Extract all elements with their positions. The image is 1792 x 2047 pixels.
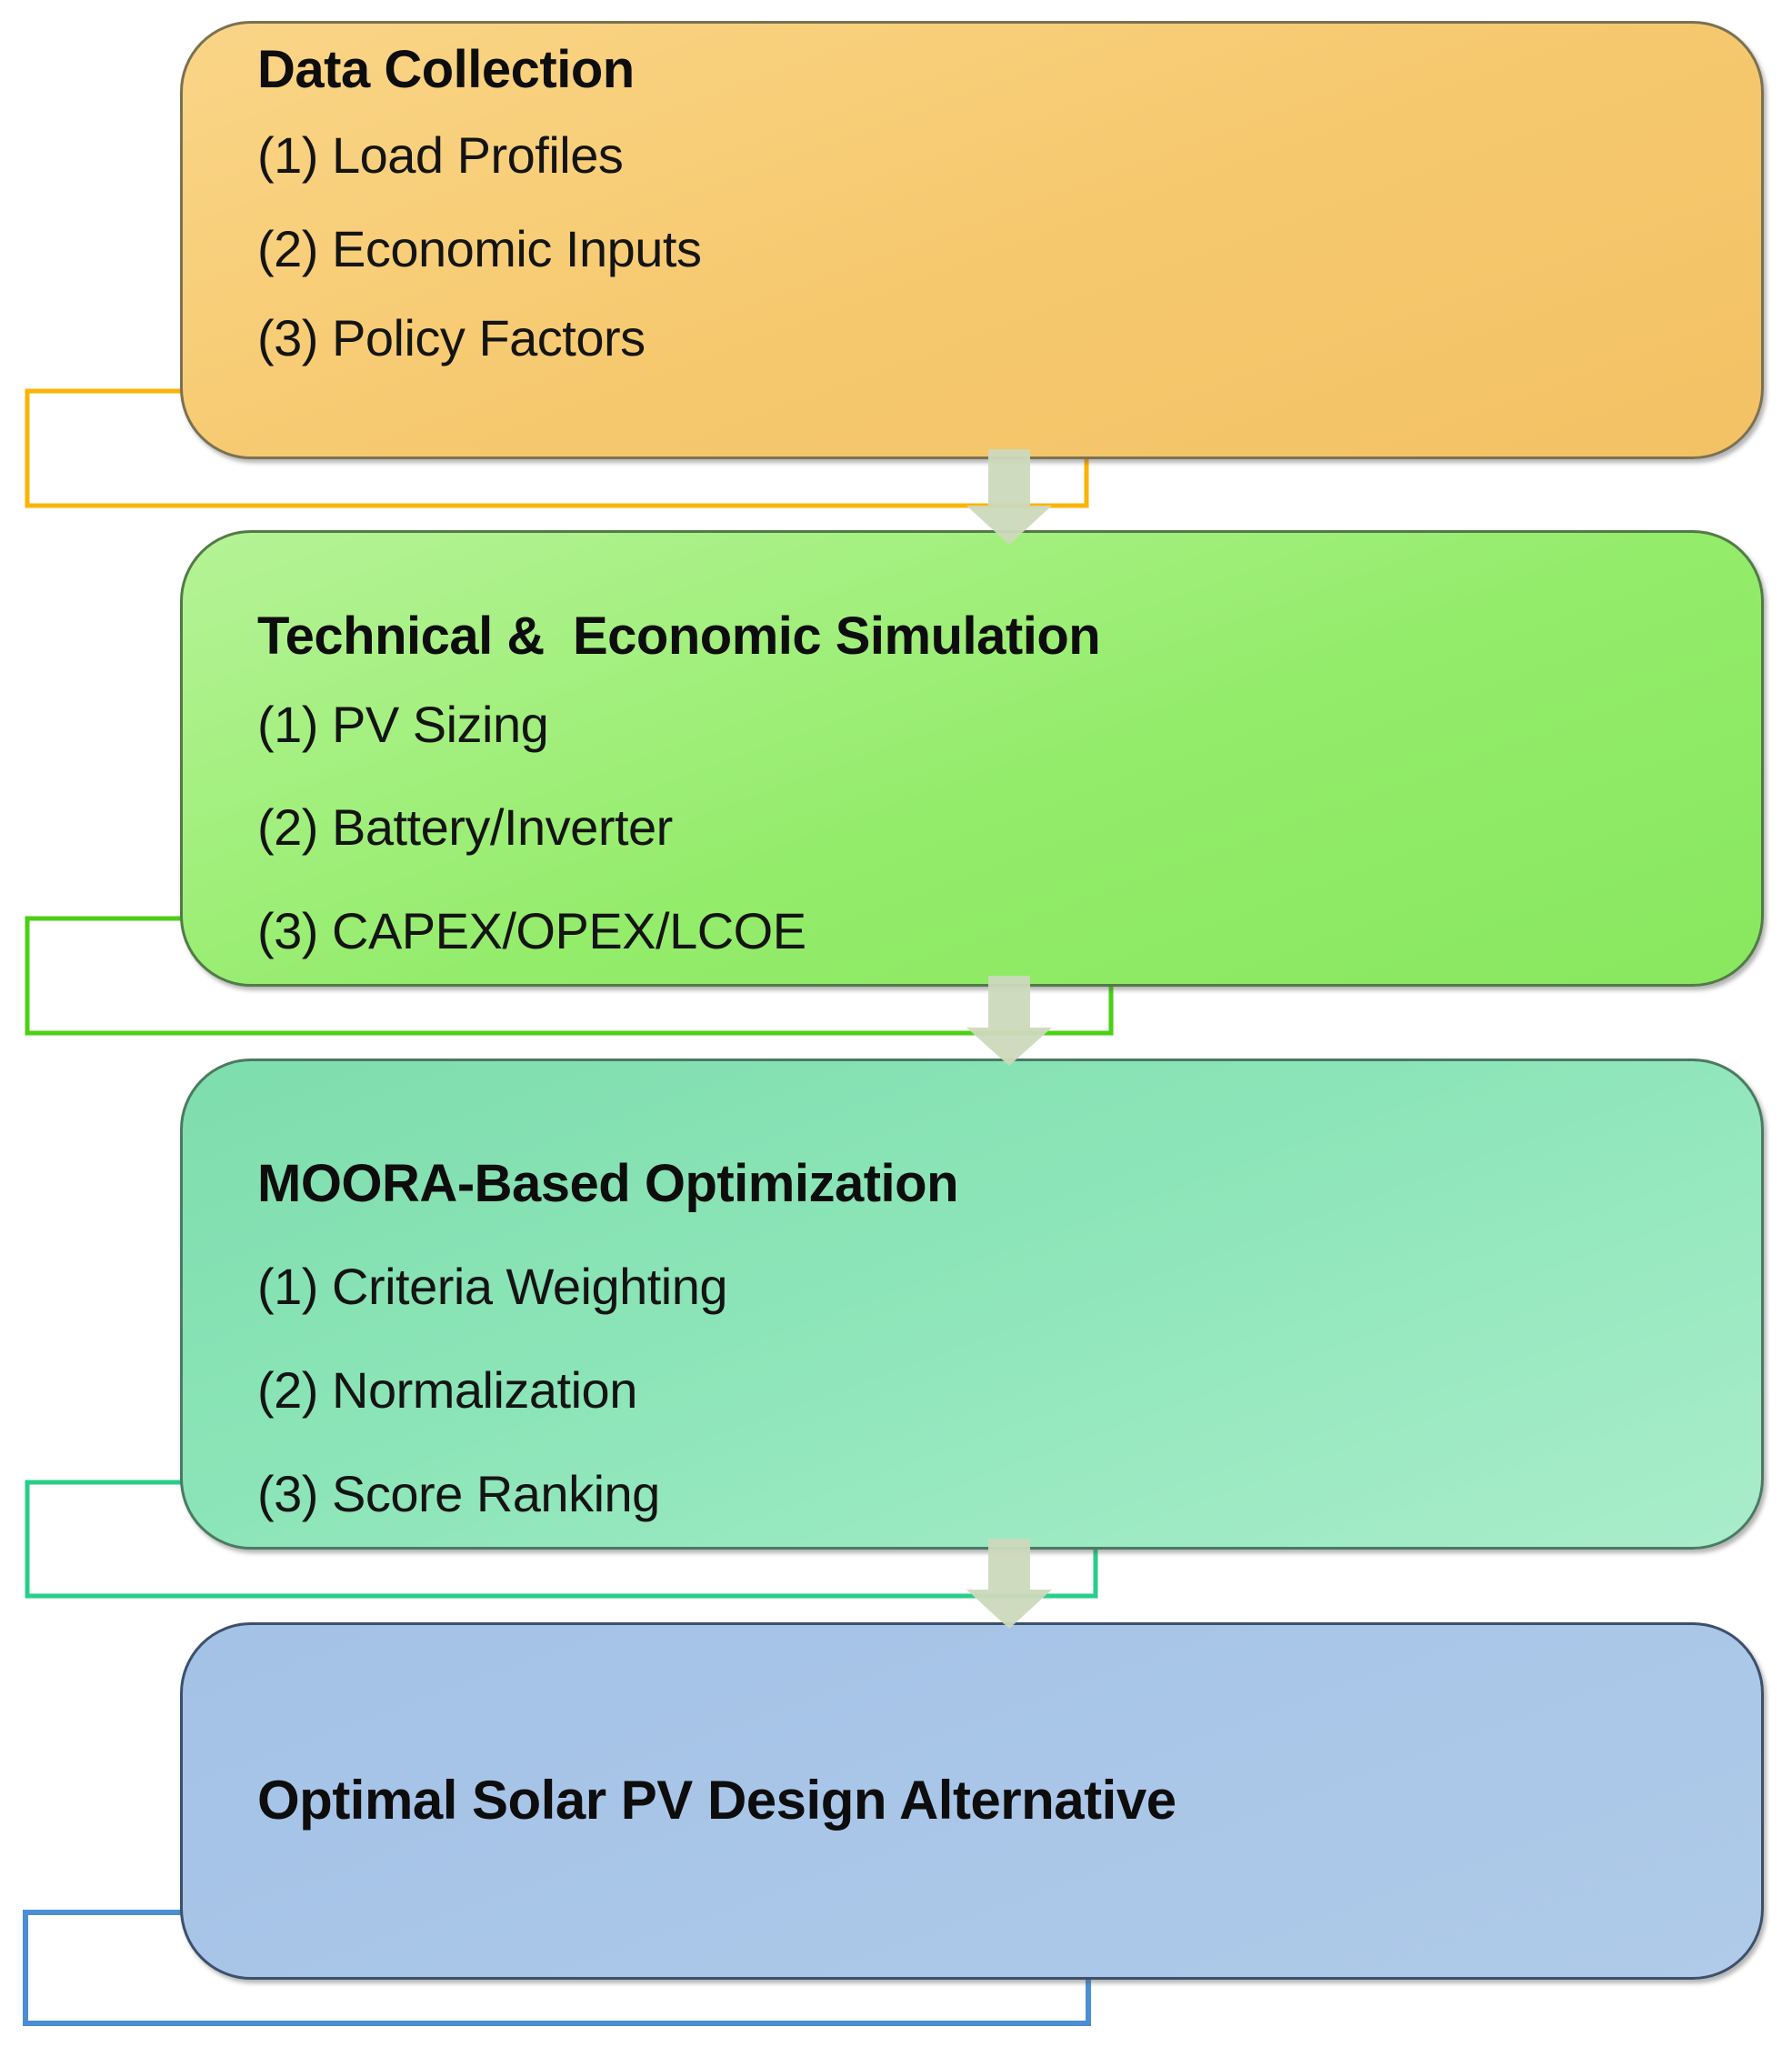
box-item: (3) Policy Factors [257,309,646,366]
box-item: (2) Battery/Inverter [257,798,673,856]
box-title: MOORA-Based Optimization [257,1154,959,1213]
box-item: (2) Normalization [257,1361,637,1419]
box-item: (3) Score Ranking [257,1465,660,1522]
box-data-collection: Data Collection (1) Load Profiles (2) Ec… [180,21,1764,459]
box-item: (3) CAPEX/OPEX/LCOE [257,902,806,959]
box-title: Technical & Economic Simulation [257,607,1101,666]
box-item: (2) Economic Inputs [257,220,702,277]
box-item: (1) Criteria Weighting [257,1258,728,1315]
box-technical-economic-simulation: Technical & Economic Simulation (1) PV S… [180,530,1764,987]
box-item: (1) PV Sizing [257,696,549,753]
box-optimal-solar-pv-design-alternative: Optimal Solar PV Design Alternative [180,1622,1764,1980]
box-title: Data Collection [257,40,635,99]
box-title: Optimal Solar PV Design Alternative [257,1770,1176,1831]
box-item: (1) Load Profiles [257,126,624,184]
down-arrow-icon [966,976,1052,1066]
down-arrow-icon [966,1539,1052,1629]
box-moora-based-optimization: MOORA-Based Optimization (1) Criteria We… [180,1059,1764,1550]
